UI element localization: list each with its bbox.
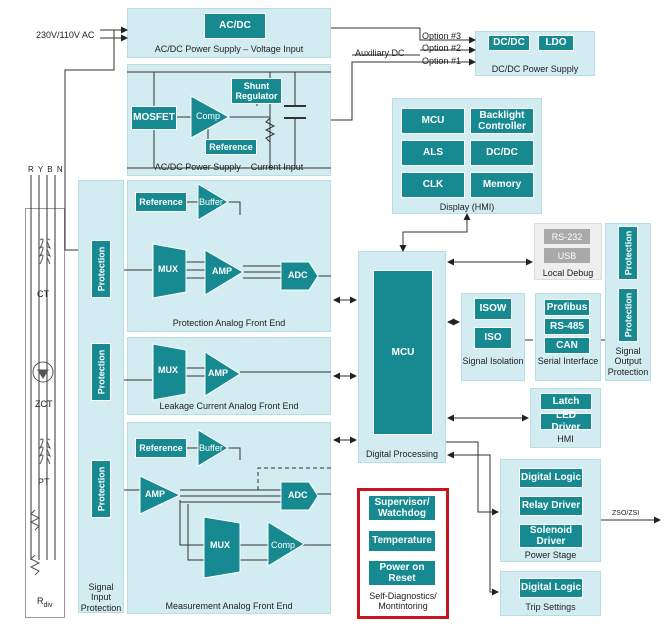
shunt-regulator-block: Shunt Regulator — [231, 78, 282, 104]
power-stage-caption: Power Stage — [524, 550, 577, 560]
temperature-block: Temperature — [368, 530, 436, 552]
dcdc-caption: DC/DC Power Supply — [491, 64, 579, 74]
option3-label: Option #3 — [422, 31, 462, 41]
solenoid-driver-block: Solenoid Driver — [519, 524, 583, 548]
display-mcu-block: MCU — [401, 108, 465, 134]
hmi-caption: HMI — [557, 434, 574, 444]
iso-block: ISO — [474, 327, 512, 349]
option2-label: Option #2 — [422, 43, 462, 53]
dcdc-block: DC/DC — [488, 35, 530, 51]
power-digital-logic-block: Digital Logic — [519, 468, 583, 488]
acdc-current-caption: AC/DC Power Supply – Current Input — [154, 162, 304, 172]
measurement-afe-caption: Measurement Analog Front End — [165, 601, 293, 611]
signal-isolation-caption: Signal Isolation — [462, 356, 524, 366]
mosfet-block: MOSFET — [131, 106, 177, 130]
protection-adc-label: ADC — [288, 270, 308, 280]
rdiv-label: Rdiv — [37, 596, 53, 609]
signal-input-caption: Signal Input Protection — [80, 582, 122, 613]
digital-processing-caption: Digital Processing — [365, 449, 439, 459]
protection-buffer-label: Buffer — [199, 197, 223, 207]
latch-block: Latch — [540, 393, 592, 410]
measurement-buffer-label: Buffer — [199, 443, 223, 453]
leakage-amp-label: AMP — [208, 368, 228, 378]
display-als-block: ALS — [401, 140, 465, 166]
mains-input-label: 230V/110V AC — [36, 30, 95, 40]
can-block: CAN — [544, 337, 590, 354]
protection-reference-block: Reference — [135, 192, 187, 212]
isow-block: ISOW — [474, 298, 512, 320]
led-driver-block: LED Driver — [540, 410, 592, 433]
input-protection-2: Protection — [91, 343, 111, 401]
protection-mux-label: MUX — [158, 264, 178, 274]
option1-label: Option #1 — [422, 56, 462, 66]
protection-afe-caption: Protection Analog Front End — [172, 318, 286, 328]
display-memory-block: Memory — [470, 172, 534, 198]
self-diagnostics-caption: Self-Diagnostics/ Montintoring — [369, 591, 437, 612]
pt-label: PT — [38, 477, 50, 487]
measurement-comp-label: Comp — [271, 540, 296, 550]
output-protection-2: Protection — [618, 288, 638, 342]
trip-digital-logic-block: Digital Logic — [519, 578, 583, 598]
leakage-mux-label: MUX — [158, 365, 178, 375]
usb-block: USB — [544, 248, 590, 263]
current-reference-block: Reference — [205, 139, 257, 155]
signal-output-caption: Signal Output Protection — [607, 346, 649, 377]
acdc-block: AC/DC — [204, 13, 266, 39]
measurement-mux-label: MUX — [210, 540, 230, 550]
ldo-block: LDO — [538, 35, 574, 51]
rs485-block: RS-485 — [544, 318, 590, 335]
acdc-voltage-caption: AC/DC Power Supply – Voltage Input — [154, 44, 304, 54]
zct-label: ZCT — [35, 399, 53, 409]
protection-amp-label: AMP — [212, 266, 232, 276]
zso-output-label: ZSO/ZSI — [612, 510, 640, 517]
supervisor-watchdog-block: Supervisor/ Watchdog — [368, 495, 436, 521]
measurement-reference-block: Reference — [135, 438, 187, 458]
measurement-adc-label: ADC — [288, 490, 308, 500]
display-backlight-block: Backlight Controller — [470, 108, 534, 134]
aux-dc-label: Auxiliary DC — [355, 48, 405, 58]
rs232-block: RS-232 — [544, 229, 590, 244]
serial-interface-caption: Serial Interface — [537, 356, 599, 366]
input-protection-3: Protection — [91, 460, 111, 518]
input-protection-1: Protection — [91, 240, 111, 298]
trip-settings-caption: Trip Settings — [525, 602, 576, 612]
display-caption: Display (HMI) — [439, 202, 495, 212]
leakage-afe-caption: Leakage Current Analog Front End — [159, 401, 299, 411]
local-debug-caption: Local Debug — [542, 268, 594, 278]
power-on-reset-block: Power on Reset — [368, 560, 436, 586]
measurement-amp-label: AMP — [145, 489, 165, 499]
display-dcdc-block: DC/DC — [470, 140, 534, 166]
ct-label: CT — [37, 289, 49, 299]
output-protection-1: Protection — [618, 226, 638, 280]
sensor-column — [25, 208, 65, 618]
comp-label: Comp — [196, 111, 221, 121]
phase-labels: R Y B N — [28, 165, 64, 174]
main-mcu-block: MCU — [373, 270, 433, 435]
display-clk-block: CLK — [401, 172, 465, 198]
profibus-block: Profibus — [544, 299, 590, 316]
relay-driver-block: Relay Driver — [519, 496, 583, 516]
